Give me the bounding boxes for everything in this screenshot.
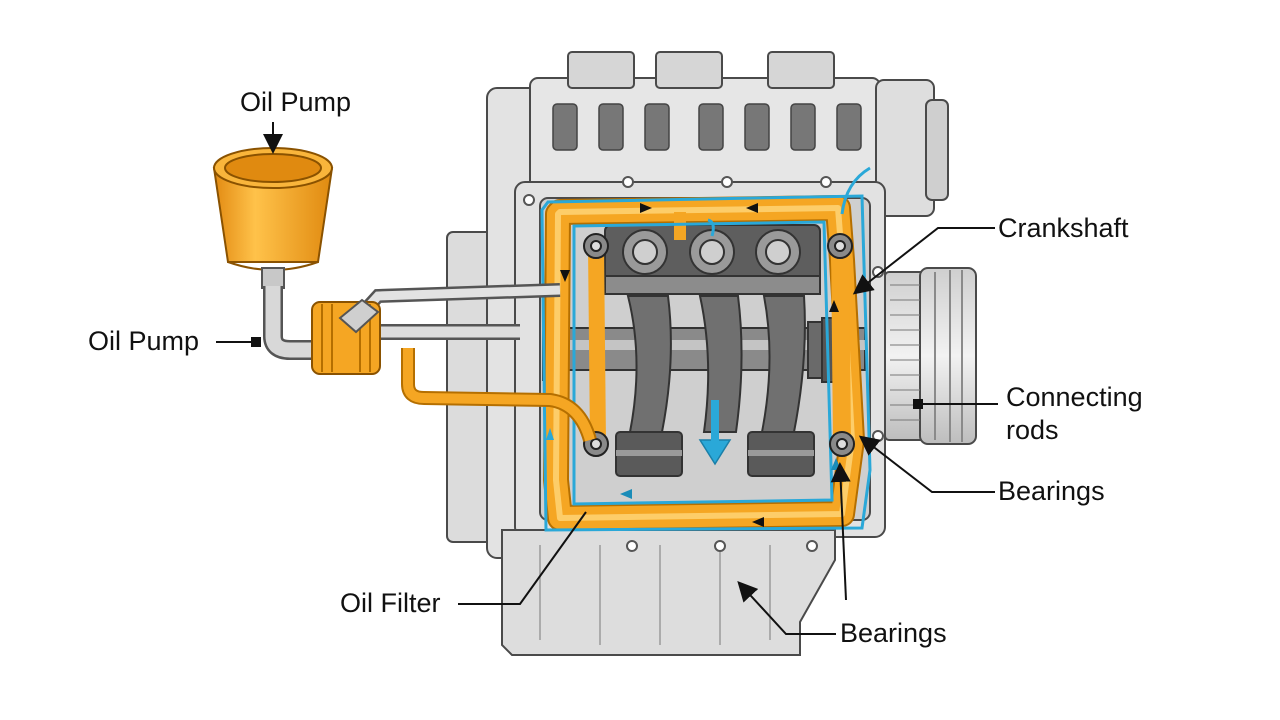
label-oil-pump-top: Oil Pump bbox=[240, 87, 352, 117]
cylinder-head bbox=[604, 224, 821, 295]
oil-pump-body bbox=[311, 298, 381, 375]
label-bearings-bottom: Bearings bbox=[840, 618, 947, 648]
connecting-rods bbox=[615, 295, 815, 477]
label-connecting-rods-1: Connecting bbox=[1006, 382, 1143, 412]
valve-cover-ribs bbox=[552, 103, 862, 151]
pulley bbox=[884, 267, 977, 445]
leader-lines bbox=[216, 122, 998, 635]
block-bolts bbox=[523, 176, 884, 552]
oil-pipe bbox=[263, 283, 597, 443]
label-crankshaft: Crankshaft bbox=[998, 213, 1129, 243]
bearing-rings bbox=[583, 233, 855, 457]
label-bearings-right: Bearings bbox=[998, 476, 1105, 506]
oil-pump-reservoir bbox=[212, 147, 334, 289]
label-oil-filter: Oil Filter bbox=[340, 588, 441, 618]
label-oil-pump-left: Oil Pump bbox=[88, 326, 200, 356]
label-connecting-rods-2: rods bbox=[1006, 415, 1059, 445]
